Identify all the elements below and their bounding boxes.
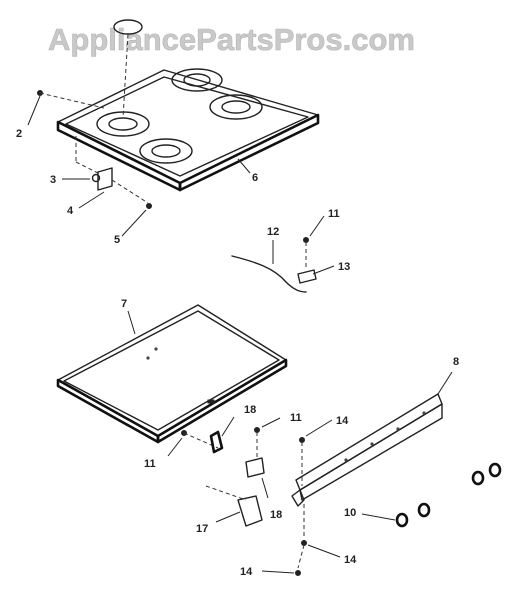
- watermark: AppliancePartsPros.com: [48, 22, 415, 57]
- callout-4: 4: [67, 205, 74, 217]
- part-12-wire-assembly[interactable]: [231, 237, 317, 293]
- callout-14-top: 14: [336, 415, 349, 427]
- callout-7: 7: [121, 298, 127, 310]
- callout-2: 2: [16, 128, 22, 140]
- part-14-screws[interactable]: [295, 437, 307, 576]
- part-17-shield[interactable]: [205, 485, 263, 527]
- part-10-knobs[interactable]: [395, 462, 502, 528]
- part-18-bracket[interactable]: [181, 427, 265, 478]
- callout-18-top: 18: [244, 404, 256, 416]
- callout-6: 6: [252, 172, 258, 184]
- callout-10: 10: [344, 507, 356, 519]
- part-6-cooktop[interactable]: [56, 19, 320, 192]
- callout-14-right: 14: [344, 554, 357, 566]
- callout-8: 8: [453, 356, 459, 368]
- callout-13: 13: [338, 261, 350, 273]
- part-8-rail[interactable]: [291, 393, 443, 507]
- callout-3: 3: [50, 174, 56, 186]
- part-2-screw[interactable]: [37, 90, 105, 109]
- callout-17: 17: [196, 523, 208, 535]
- callout-12: 12: [267, 226, 279, 238]
- callout-11-mid: 11: [290, 412, 302, 424]
- callout-18-bottom: 18: [270, 509, 282, 521]
- part-7-panel[interactable]: [56, 304, 288, 444]
- callout-14-bottom: 14: [240, 566, 253, 578]
- callout-11-top: 11: [328, 208, 340, 220]
- part-3-4-5-fasteners[interactable]: [75, 136, 152, 209]
- callout-11-left: 11: [144, 458, 156, 470]
- callout-5: 5: [114, 234, 120, 246]
